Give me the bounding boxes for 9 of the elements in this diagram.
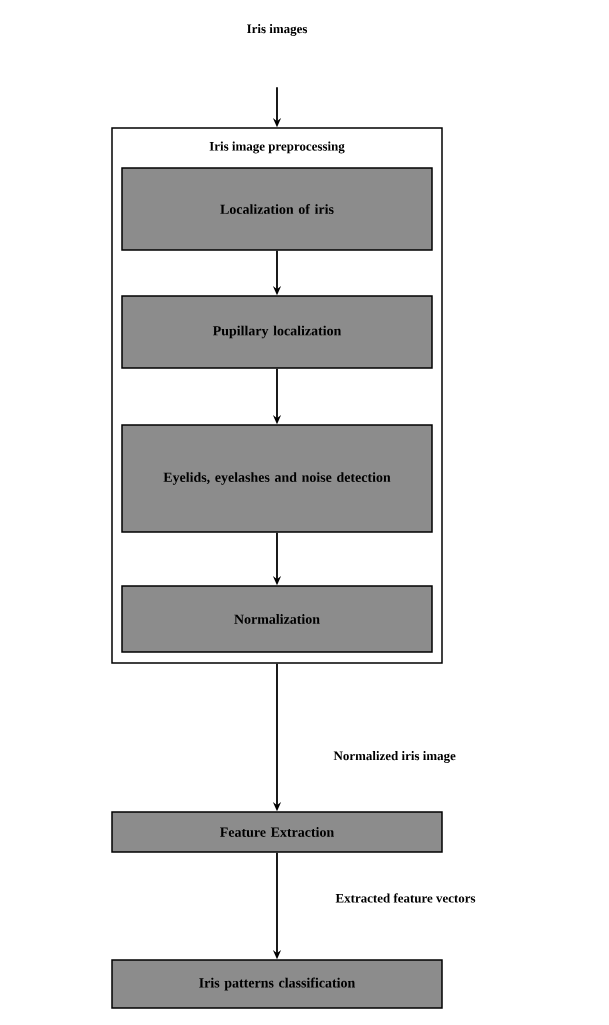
process-box: Eyelids, eyelashes and noise detection: [121, 424, 433, 533]
edge-label: Extracted feature vectors: [335, 893, 476, 903]
input-label: Iris images: [247, 24, 308, 36]
process-box: Localization of iris: [121, 167, 433, 251]
process-box: Pupillary localization: [121, 295, 433, 369]
edge-label: Normalized iris image: [333, 751, 456, 763]
process-box: Feature Extraction: [111, 811, 443, 853]
process-box: Normalization: [121, 585, 433, 653]
process-box: Iris patterns classification: [111, 959, 443, 1009]
